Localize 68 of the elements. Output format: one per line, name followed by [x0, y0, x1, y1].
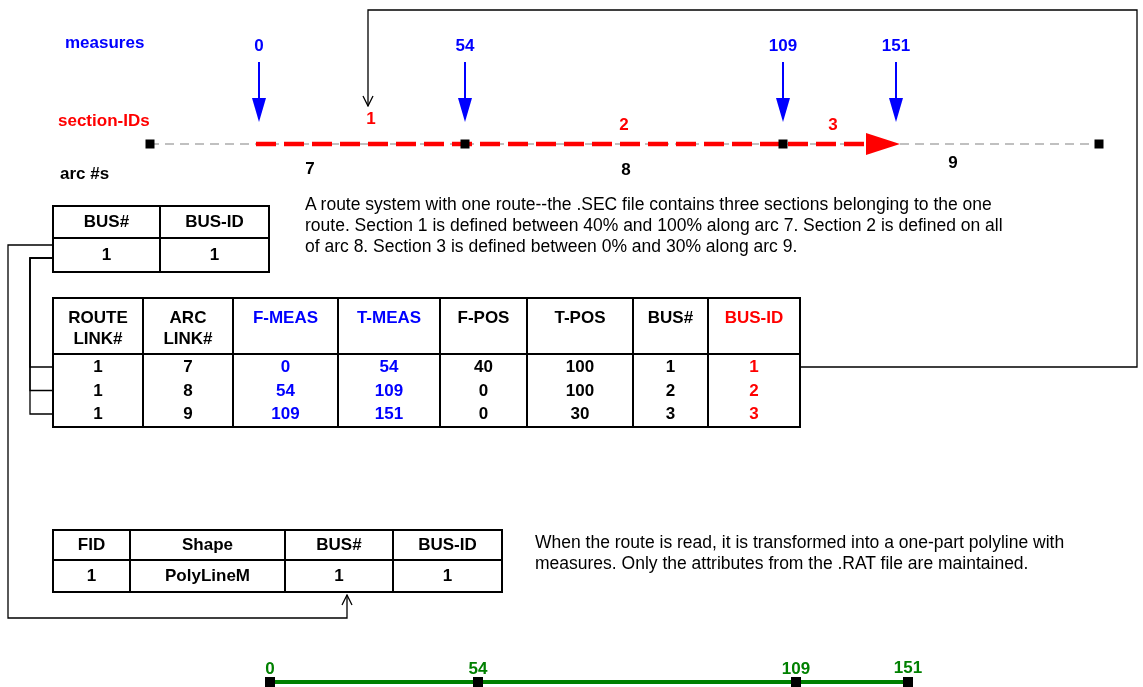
column-header: F-POS — [441, 299, 528, 355]
axis-label: section-IDs — [58, 110, 150, 132]
table-cell: 40 — [441, 355, 528, 379]
column-header: T-MEAS — [339, 299, 441, 355]
description-text: A route system with one route--the .SEC file contains three sections belonging to the one route. Section 1 is defined between 40% and 100% along arc 7. Section 2 is defined on all of arc 8. Section 3 is defined between 0% and 30% along arc 9. — [305, 194, 1004, 257]
column-header: BUS-ID — [709, 299, 799, 355]
table-cell: 1 — [54, 355, 144, 379]
axis-label: 54 — [455, 35, 475, 57]
axis-label: arc #s — [60, 163, 110, 185]
column-header: BUS# — [634, 299, 709, 355]
table-cell: Shape — [131, 531, 286, 561]
axis-label: 7 — [305, 158, 315, 180]
table-cell: 0 — [234, 355, 339, 379]
column-header: ROUTE LINK# — [54, 299, 144, 355]
table-cell: 1 — [286, 561, 394, 591]
column-header: ARC LINK# — [144, 299, 234, 355]
axis-label: 109 — [781, 658, 811, 680]
table-cell: 0 — [441, 402, 528, 426]
table-cell: 109 — [234, 402, 339, 426]
table-cell: 1 — [54, 239, 161, 271]
data-table — [52, 297, 801, 428]
axis-label: 9 — [948, 152, 958, 174]
axis-label: 151 — [893, 657, 923, 679]
table-cell-text: 1 — [441, 565, 454, 588]
table-cell: BUS-ID — [394, 531, 501, 561]
column-header: T-POS — [528, 299, 634, 355]
table-cell: 9 — [144, 402, 234, 426]
table-cell: BUS# — [54, 207, 161, 239]
axis-label: 0 — [254, 35, 264, 57]
table-cell: 54 — [339, 355, 441, 379]
connector-line — [7, 244, 353, 619]
table-cell: 151 — [339, 402, 441, 426]
table-cell: BUS# — [286, 531, 394, 561]
data-table — [52, 529, 503, 593]
table-cell: 1 — [634, 355, 709, 379]
table-cell: BUS-ID — [161, 207, 268, 239]
table-cell: 0 — [441, 379, 528, 402]
table-cell-text: 1 — [208, 244, 221, 267]
table-cell-text: 2 — [748, 379, 760, 402]
axis-label: 151 — [881, 35, 911, 57]
table-cell: 100 — [528, 379, 634, 402]
table-cell: 100 — [528, 355, 634, 379]
axis-label: 2 — [619, 114, 629, 136]
table-cell: 54 — [234, 379, 339, 402]
description-text: When the route is read, it is transformed into a one-part polyline with measures. Only the attributes from the .RAT file are maintained. — [535, 532, 1066, 574]
table-cell: 3 — [634, 402, 709, 426]
connector-line — [362, 9, 1138, 368]
table-cell: 2 — [634, 379, 709, 402]
table-cell: 1 — [54, 561, 131, 591]
axis-label: 54 — [468, 658, 488, 680]
section-label: 1 — [361, 108, 381, 130]
table-cell: 8 — [144, 379, 234, 402]
table-cell-text: 1 — [748, 356, 760, 379]
table-cell-text: 3 — [748, 403, 760, 426]
table-cell: 1 — [54, 402, 144, 426]
axis-label: 3 — [828, 114, 838, 136]
table-cell: 7 — [144, 355, 234, 379]
axis-label: 0 — [265, 658, 275, 680]
table-cell: 1 — [54, 379, 144, 402]
column-header: F-MEAS — [234, 299, 339, 355]
axis-label: 8 — [621, 159, 631, 181]
table-cell: 30 — [528, 402, 634, 426]
axis-label: measures — [65, 32, 145, 54]
data-table — [52, 205, 270, 273]
table-cell: FID — [54, 531, 131, 561]
table-cell: 109 — [339, 379, 441, 402]
axis-label: 109 — [768, 35, 798, 57]
table-cell: PolyLineM — [131, 561, 286, 591]
